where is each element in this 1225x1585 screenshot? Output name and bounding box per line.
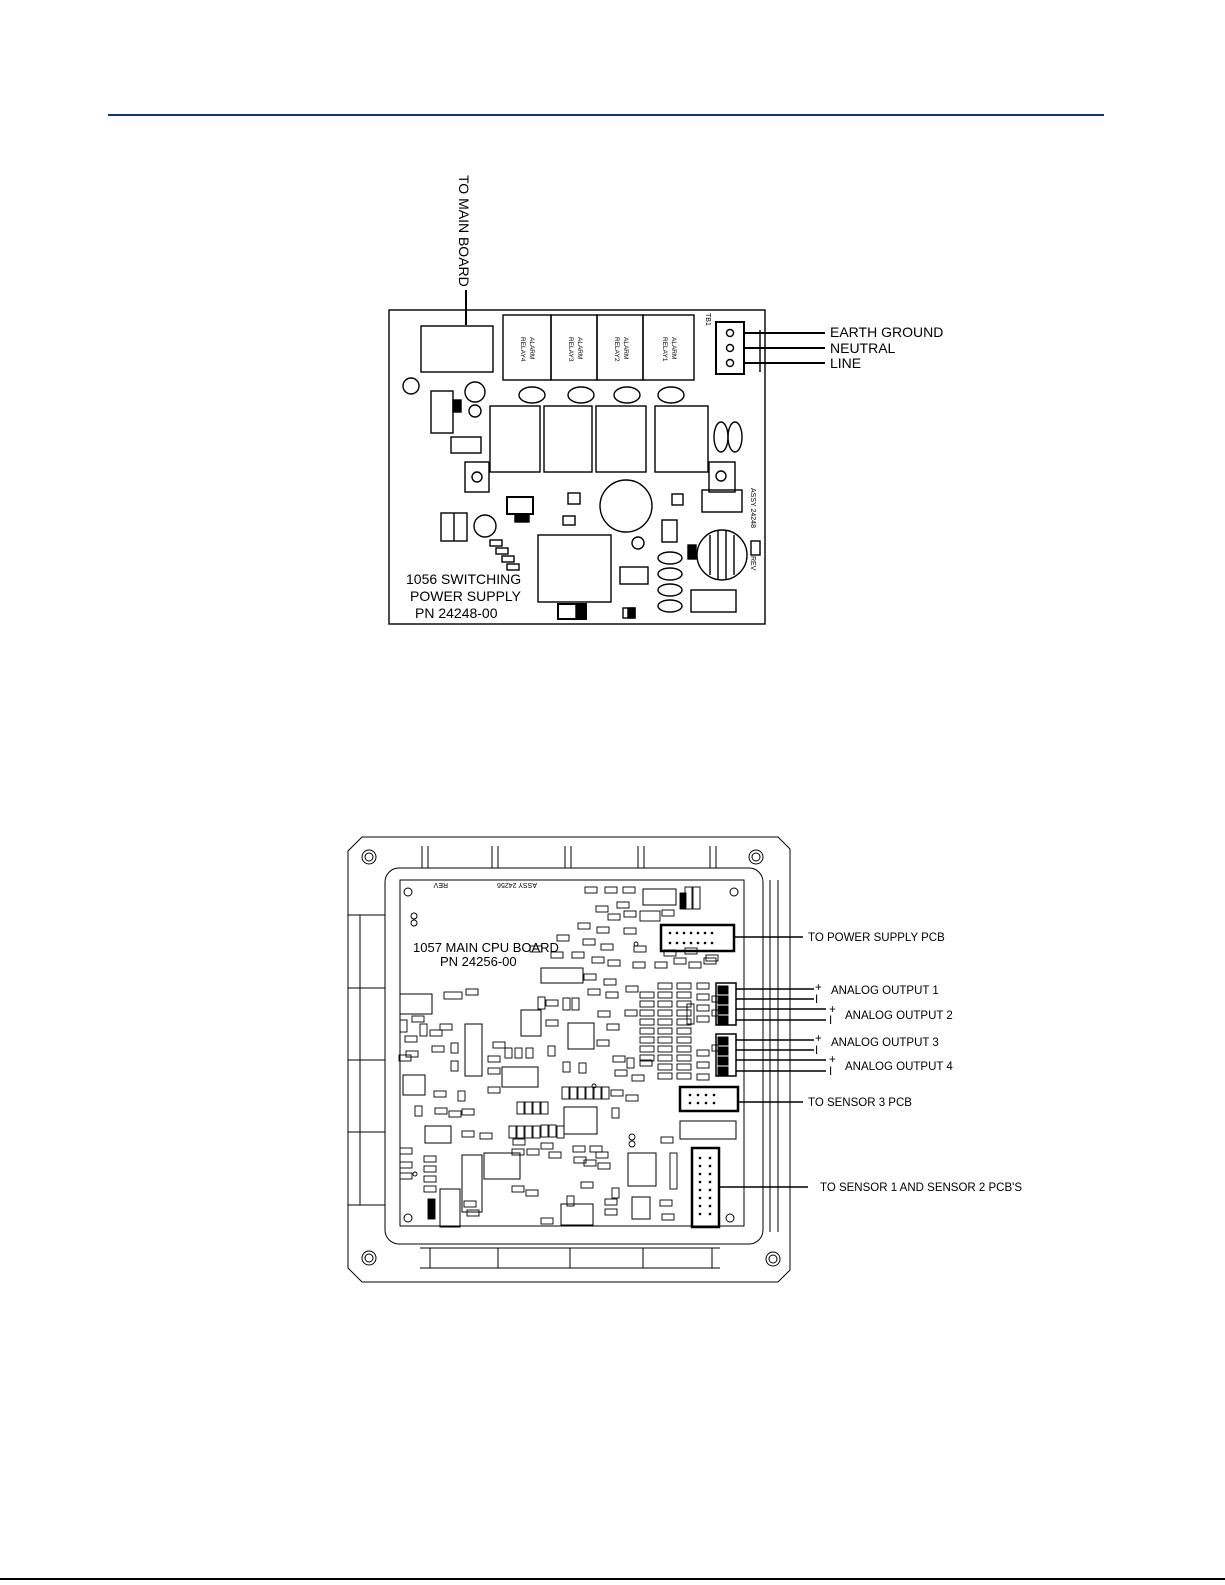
power-supply-connector [659,923,736,953]
cpu-enclosure [347,836,791,1283]
smd-components [398,886,719,1225]
cpu-rev-label: REV [433,881,448,888]
leader-lines [719,936,826,1188]
to-main-board-label: TO MAIN BOARD [456,175,472,287]
ao2-minus: I [829,1015,832,1027]
to-sensor12-label: TO SENSOR 1 AND SENSOR 2 PCB'S [820,1182,1022,1194]
ps-assy-label: ASSY 24248 [749,488,756,528]
ps-board-outline [388,309,766,625]
relay3-label-a: ALARM [576,337,583,359]
sensor3-connector [678,1085,740,1113]
cpu-assy-label: ASSY 24256 [497,881,537,888]
relay4-label-a: ALARM [528,337,535,359]
relay4-label-b: RELAY4 [519,337,526,362]
ao4-plus: + [829,1054,836,1066]
relay1-label-b: RELAY1 [661,337,668,362]
cpu-board-diagram [347,836,791,1283]
analog-output-1-label: ANALOG OUTPUT 1 [831,985,939,997]
ao3-minus: I [815,1045,818,1057]
to-power-supply-label: TO POWER SUPPLY PCB [808,932,945,944]
analog-output-3-label: ANALOG OUTPUT 3 [831,1037,939,1049]
relay2-label-b: RELAY2 [613,337,620,362]
connector-pins [668,931,716,1216]
ao3-plus: + [815,1033,822,1045]
relay1-label-a: ALARM [670,337,677,359]
ao2-plus: + [829,1004,836,1016]
tb1-label: TB1 [704,313,711,326]
relay3-label-b: RELAY3 [567,337,574,362]
earth-ground-label: EARTH GROUND [830,324,943,340]
ao4-minus: I [829,1066,832,1078]
ps-board-name-1: 1056 SWITCHING [406,571,521,587]
sensor12-connector [690,1146,721,1229]
cpu-board-name-1: 1057 MAIN CPU BOARD [413,940,559,955]
to-sensor3-label: TO SENSOR 3 PCB [808,1097,912,1109]
ps-rev-label: REV [749,556,756,571]
relay2-label-a: ALARM [622,337,629,359]
analog-output-2-label: ANALOG OUTPUT 2 [845,1010,953,1022]
ao1-minus: I [815,994,818,1006]
ps-board-name-2: POWER SUPPLY [410,588,522,604]
line-label: LINE [830,355,861,371]
neutral-label: NEUTRAL [830,340,896,356]
ao1-plus: + [815,982,822,994]
header-rule [108,114,1104,116]
ps-board-name-3: PN 24248-00 [415,605,498,621]
analog-output-4-label: ANALOG OUTPUT 4 [845,1061,953,1073]
footer-rule [0,1578,1225,1580]
cpu-board-name-2: PN 24256-00 [440,954,517,969]
